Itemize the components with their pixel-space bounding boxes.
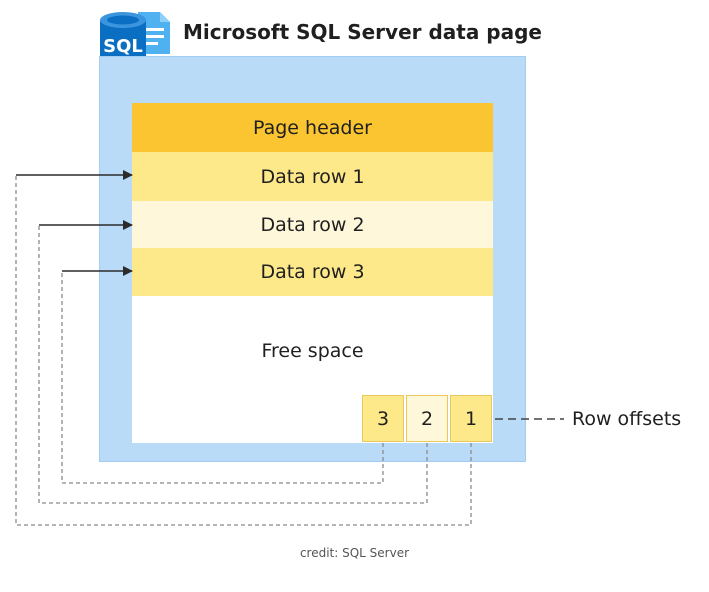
credit-caption: credit: SQL Server bbox=[299, 546, 410, 560]
page-header-section: Page header bbox=[132, 103, 493, 152]
free-space-section: Free space bbox=[132, 296, 493, 406]
data-row-2: Data row 2 bbox=[132, 201, 493, 248]
data-row-1: Data row 1 bbox=[132, 152, 493, 201]
data-page: Page header Data row 1 Data row 2 Data r… bbox=[132, 103, 493, 443]
row-offset-slot-1: 1 bbox=[450, 395, 492, 442]
row-offsets-label: Row offsets bbox=[572, 408, 682, 430]
row-offset-slot-3: 3 bbox=[362, 395, 404, 442]
row-offset-slot-2: 2 bbox=[406, 395, 448, 442]
data-row-3: Data row 3 bbox=[132, 248, 493, 296]
sql-icon-label: SQL bbox=[103, 36, 143, 57]
database-cylinder-icon bbox=[100, 12, 146, 68]
sql-database-icon: SQL bbox=[100, 12, 170, 68]
diagram-title: Microsoft SQL Server data page bbox=[183, 20, 542, 44]
